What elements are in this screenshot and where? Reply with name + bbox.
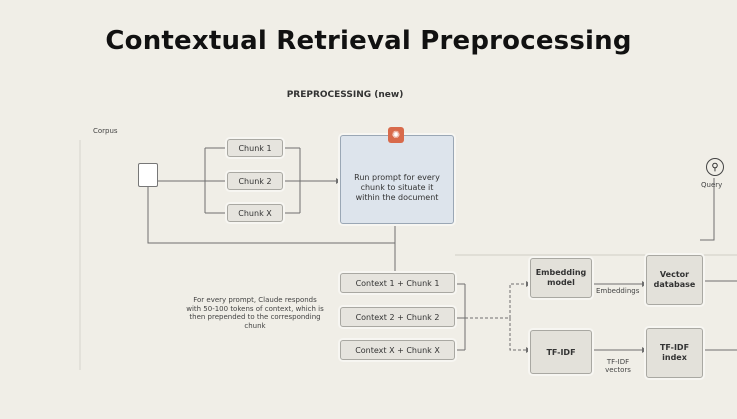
edge-query: [700, 178, 715, 241]
edge-chunks-prompt: [283, 147, 340, 214]
edge-branch-embed: [465, 283, 530, 319]
arrowhead-prompt: [336, 178, 341, 184]
query-icon: ⚲: [706, 158, 724, 176]
context-2-node: Context 2 + Chunk 2: [340, 307, 455, 327]
edge-doc-loop: [147, 187, 396, 244]
embedding-model-node: Embedding model: [530, 258, 592, 298]
section-label: PREPROCESSING (new): [286, 90, 404, 100]
arrowhead-index: [642, 347, 647, 353]
chunk-2-node: Chunk 2: [227, 172, 283, 190]
tfidf-node: TF-IDF: [530, 330, 592, 374]
context-1-node: Context 1 + Chunk 1: [340, 273, 455, 293]
tfidf-vectors-label: TF-IDF vectors: [605, 358, 631, 374]
document-icon: [138, 163, 158, 187]
query-label: Query: [701, 181, 723, 189]
claude-icon: ✺: [388, 127, 404, 143]
edge-doc-chunks: [158, 147, 227, 214]
prompt-node: Run prompt for every chunk to situate it…: [340, 135, 454, 224]
arrowhead-vector: [642, 281, 647, 287]
context-x-node: Context X + Chunk X: [340, 340, 455, 360]
chunk-x-node: Chunk X: [227, 204, 283, 222]
corpus-label: Corpus: [93, 127, 118, 135]
chunk-1-node: Chunk 1: [227, 139, 283, 157]
edge-contexts-branch: [455, 283, 466, 351]
tfidf-index-node: TF-IDF index: [646, 328, 703, 378]
edge-branch-tfidf: [509, 318, 530, 351]
vector-database-node: Vector database: [646, 255, 703, 305]
claude-note: For every prompt, Claude responds with 5…: [186, 296, 324, 330]
diagram-title: Contextual Retrieval Preprocessing: [105, 26, 632, 56]
arrowhead-tfidf: [526, 347, 531, 353]
embeddings-label: Embeddings: [596, 287, 640, 295]
arrowhead-embed: [526, 281, 531, 287]
